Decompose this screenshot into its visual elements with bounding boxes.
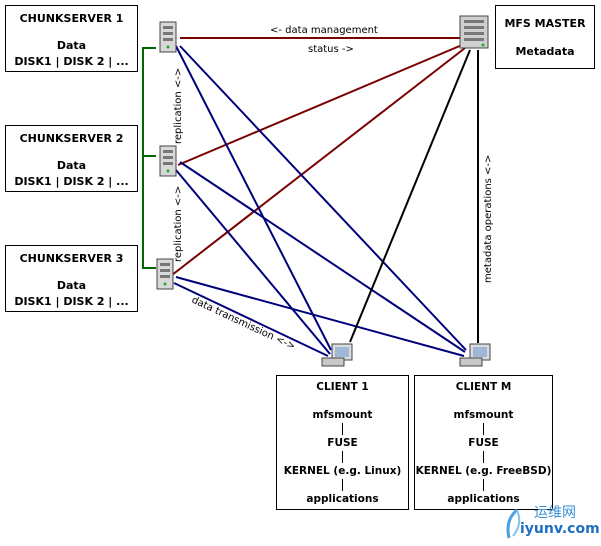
replication-connector xyxy=(142,47,156,269)
watermark-en: iyunv.com xyxy=(520,521,600,537)
master-server-icon xyxy=(459,15,489,49)
data-transmission-label: data transmission <-> xyxy=(190,295,297,353)
master-title: MFS MASTER xyxy=(504,17,586,30)
watermark-cn: 运维网 xyxy=(534,505,576,521)
chunkserver-title: CHUNKSERVER 2 xyxy=(19,132,124,145)
client-title: CLIENT 1 xyxy=(316,381,369,393)
client-chunkserver-links xyxy=(173,45,467,357)
stack-separator xyxy=(483,451,484,463)
metadata-operations-label: metadata operations <-> xyxy=(483,155,494,283)
client-stack-item: mfsmount xyxy=(453,409,514,421)
client-1-box: CLIENT 1 mfsmount FUSE KERNEL (e.g. Linu… xyxy=(276,375,409,510)
chunkserver-disks: DISK1 | DISK 2 | ... xyxy=(14,295,129,308)
client-stack-item: FUSE xyxy=(327,437,358,449)
replication-label-upper: replication <-> xyxy=(173,68,184,144)
data-management-label: <- data management xyxy=(270,25,378,36)
chunkserver-3-box: CHUNKSERVER 3 Data DISK1 | DISK 2 | ... xyxy=(5,245,138,312)
stack-separator xyxy=(342,479,343,491)
chunkserver-data-label: Data xyxy=(56,159,87,172)
client-stack-item: applications xyxy=(306,493,379,505)
client-master-links xyxy=(349,49,479,343)
client-stack-item: applications xyxy=(447,493,520,505)
stack-separator xyxy=(342,451,343,463)
chunkserver-title: CHUNKSERVER 1 xyxy=(19,12,124,25)
status-label: status -> xyxy=(308,44,354,55)
workstation-icon xyxy=(321,343,353,367)
master-chunkserver-links xyxy=(171,37,466,276)
chunkserver-2-box: CHUNKSERVER 2 Data DISK1 | DISK 2 | ... xyxy=(5,125,138,192)
chunkserver-data-label: Data xyxy=(56,279,87,292)
client-stack-item: KERNEL (e.g. FreeBSD) xyxy=(415,465,552,477)
client-stack-item: mfsmount xyxy=(312,409,373,421)
client-m-box: CLIENT M mfsmount FUSE KERNEL (e.g. Free… xyxy=(414,375,553,510)
client-stack-item: FUSE xyxy=(468,437,499,449)
stack-separator xyxy=(483,479,484,491)
server-icon xyxy=(156,258,174,290)
chunkserver-disks: DISK1 | DISK 2 | ... xyxy=(14,175,129,188)
chunkserver-title: CHUNKSERVER 3 xyxy=(19,252,124,265)
stack-separator xyxy=(483,423,484,435)
chunkserver-data-label: Data xyxy=(56,39,87,52)
stack-separator xyxy=(342,423,343,435)
chunkserver-disks: DISK1 | DISK 2 | ... xyxy=(14,55,129,68)
client-stack-item: KERNEL (e.g. Linux) xyxy=(283,465,402,477)
mfs-master-box: MFS MASTER Metadata xyxy=(495,5,595,69)
workstation-icon xyxy=(459,343,491,367)
server-icon xyxy=(159,145,177,177)
client-title: CLIENT M xyxy=(455,381,512,393)
master-subtitle: Metadata xyxy=(515,45,575,58)
chunkserver-1-box: CHUNKSERVER 1 Data DISK1 | DISK 2 | ... xyxy=(5,5,138,72)
server-icon xyxy=(159,21,177,53)
watermark-logo-icon xyxy=(506,508,521,539)
replication-label-lower: replication <-> xyxy=(173,186,184,262)
